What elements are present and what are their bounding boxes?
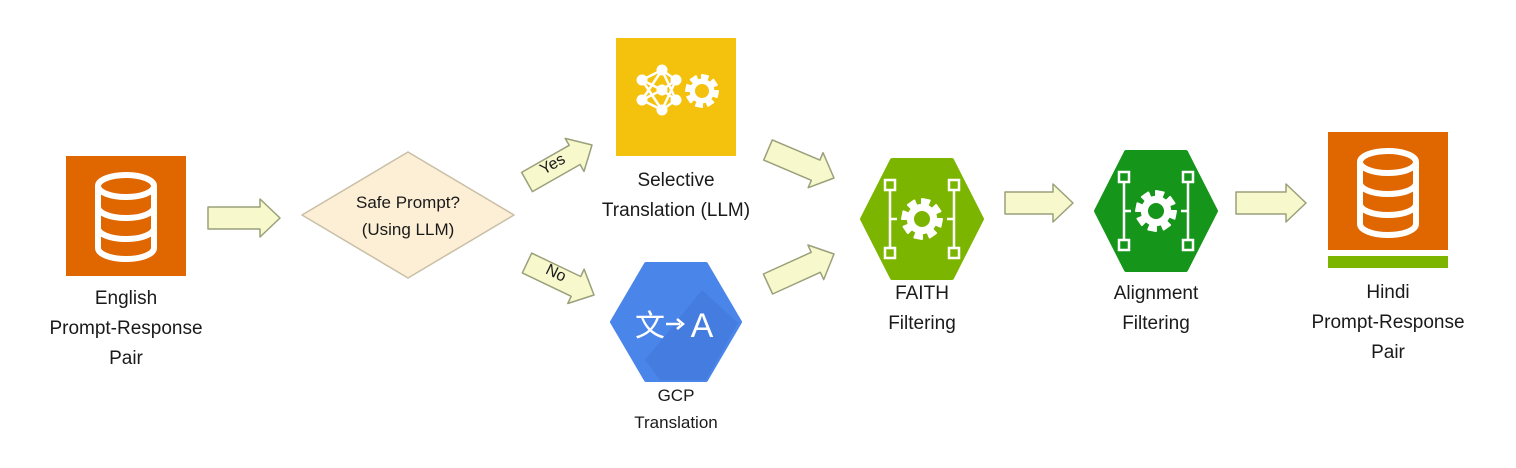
gear-icon [1135, 190, 1177, 232]
hindi-database-node [1328, 132, 1448, 268]
svg-text:文: 文 [635, 309, 665, 344]
arrow-decision-to-selective [520, 137, 593, 193]
english-node-label: English Prompt-Response Pair [49, 288, 203, 369]
gcp-translation-node: 文 A [610, 262, 742, 382]
alignment-node-label: Alignment Filtering [1113, 283, 1199, 334]
decision-label: Safe Prompt? (Using LLM) [356, 193, 460, 239]
translate-icon: 文 A [635, 307, 714, 345]
filter-frame-icon [1117, 170, 1195, 252]
svg-text:A: A [691, 307, 714, 345]
safe-prompt-decision [301, 151, 515, 279]
arrow-gcp-to-faith [762, 244, 835, 295]
gear-icon [901, 198, 943, 240]
selective-translation-node [616, 38, 736, 156]
arrow-decision-to-gcp [521, 252, 595, 305]
filter-frame-icon [883, 178, 961, 260]
neural-network-icon [636, 64, 682, 116]
hindi-node-label: Hindi Prompt-Response Pair [1311, 282, 1465, 363]
gear-icon [685, 74, 719, 108]
faith-node-label: FAITH Filtering [888, 283, 956, 334]
arrow-faith-to-alignment [1004, 183, 1074, 223]
database-icon [1357, 148, 1419, 238]
arrow-alignment-to-hindi [1235, 183, 1307, 223]
arrow-selective-to-faith [762, 139, 835, 189]
database-icon [95, 172, 157, 262]
english-database-node [66, 156, 186, 276]
alignment-filtering-node [1094, 150, 1218, 272]
faith-filtering-node [860, 158, 984, 280]
selective-node-label: Selective Translation (LLM) [601, 170, 751, 221]
arrow-english-to-decision [207, 198, 281, 238]
gcp-node-label: GCP Translation [634, 386, 718, 432]
